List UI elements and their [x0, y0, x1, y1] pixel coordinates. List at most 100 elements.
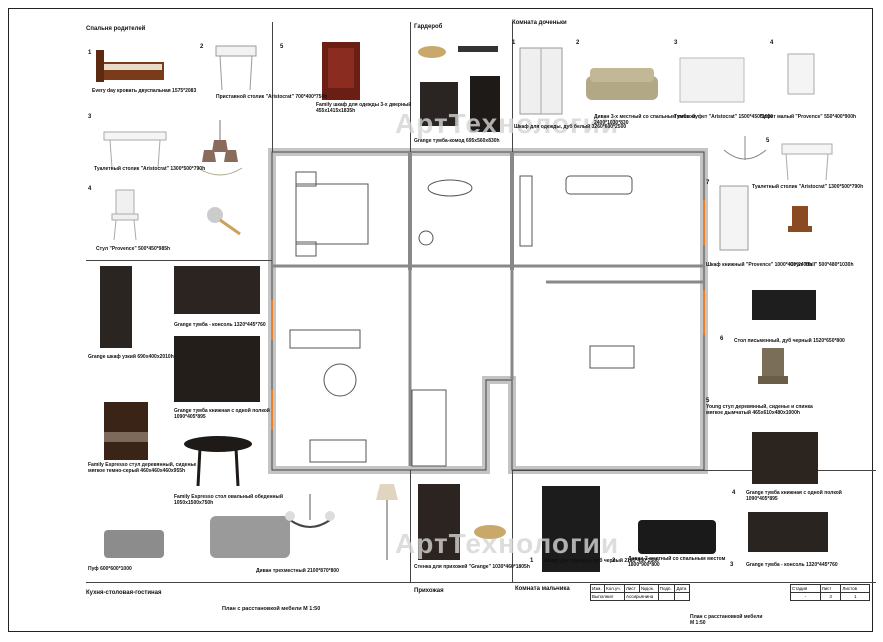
item-number: 5 — [766, 138, 770, 144]
watermark: АртТехнологии — [395, 528, 620, 559]
item-number: 1 — [512, 40, 516, 46]
tb-sheets-header: Листов — [840, 584, 870, 593]
hall-stand-image — [418, 484, 460, 560]
tb-header: Изм. — [589, 584, 606, 593]
chandelier-image — [197, 120, 243, 176]
divider — [512, 22, 513, 152]
white-wardrobe-image — [519, 47, 563, 115]
item-label: Пуф 600*600*1000 — [88, 566, 132, 572]
item-number: 2 — [576, 40, 580, 46]
chandelier-living-image — [285, 494, 335, 528]
sheet-border — [8, 8, 873, 632]
item-label: Диван 3-х местный со спальным местом 240… — [594, 114, 696, 126]
sofa-grey-image — [210, 516, 290, 558]
tb-header: Подп. — [657, 584, 676, 593]
tb-scale: М 1:50 — [690, 620, 706, 626]
item-label: Стенка для прихожей "Grange" 1030*460*18… — [414, 564, 530, 570]
item-label: Стул "Provence" 500*450*985h — [96, 246, 171, 252]
dining-chair-image — [104, 402, 148, 460]
item-number: 1 — [88, 50, 92, 56]
dresser-image — [420, 82, 458, 126]
item-number: 7 — [706, 180, 710, 186]
item-label: Буфет малый "Provence" 550*400*900h — [760, 114, 857, 120]
item-label: Grange тумба-комод 695x560x830h — [414, 138, 500, 144]
dining-table-image — [184, 436, 252, 487]
item-label: Grange тумба - консоль 1320*445*760 — [746, 562, 838, 568]
narrow-cabinet-image — [100, 266, 132, 348]
item-label: Young стул деревянный, сиденье и спинка … — [706, 404, 813, 416]
floor-lamp-image — [376, 484, 398, 560]
ceiling-lamp-image — [418, 46, 446, 58]
desk-chair-image — [758, 348, 788, 384]
desk-image — [752, 290, 816, 320]
divider — [512, 470, 513, 582]
ceiling-lamp-hall-image — [474, 525, 506, 539]
shelf-unit-image — [470, 76, 500, 132]
item-number: 3 — [88, 114, 92, 120]
item-number: 3 — [730, 562, 734, 568]
sconce-image — [207, 207, 241, 236]
pouf-image — [104, 530, 164, 558]
tb-sheets: 1 — [840, 592, 870, 601]
section-title: Комната мальчика — [515, 586, 570, 592]
bed-image — [96, 50, 164, 82]
item-label: Туалетный столик "Aristocrat" 1300*500*7… — [94, 166, 206, 172]
item-number: 2 — [612, 558, 616, 564]
bookcase-image — [719, 185, 749, 251]
item-label: Туалетный столик "Aristocrat" 1300*500*7… — [752, 184, 864, 190]
wardrobe-image — [322, 42, 360, 100]
side-table-image — [215, 45, 257, 91]
small-cabinet-image — [787, 53, 815, 95]
sofa-image — [586, 68, 658, 100]
item-label: Grange тумба книжная с одной полкой 1090… — [174, 408, 270, 420]
black-wardrobe-image — [542, 486, 600, 572]
title-block-header-row: Изм. Кол.уч. Лист №док. Подп. Дата — [589, 584, 690, 593]
section-title: Кухня-столовая-гостиная — [86, 590, 162, 596]
black-sofa-image — [638, 520, 716, 554]
item-number: 4 — [88, 186, 92, 192]
item-label: Grange тумба книжная с одной полкой 1090… — [746, 490, 842, 502]
item-label: Family Espresso стол овальный обеденный … — [174, 494, 283, 506]
item-label: Диван трехместный 2100*870*800 — [256, 568, 339, 574]
console-image — [174, 266, 260, 314]
item-number: 1 — [530, 558, 534, 564]
console-boy-image — [748, 512, 828, 552]
tb-title-text: План с расстановкой мебели — [690, 614, 763, 620]
item-label: Стол письменный, дуб черный 1520*650*800 — [734, 338, 845, 344]
vanity-image — [103, 131, 167, 169]
title-block-exec-row: Выполнил Ассирьянина — [590, 592, 690, 601]
item-number: 5 — [706, 398, 710, 404]
section-title: Комната доченьки — [512, 20, 567, 26]
title-block-left: Изм. Кол.уч. Лист №док. Подп. Дата Выпол… — [589, 584, 690, 601]
divider — [272, 22, 273, 152]
chandelier-kids-image — [723, 136, 767, 160]
floor-plan — [268, 148, 708, 474]
watermark: АртТехнологии — [395, 108, 620, 139]
item-label: Family Espresso стул деревянный, сиденье… — [88, 462, 197, 474]
item-number: 4 — [770, 40, 774, 46]
tb-sheet: 3 — [819, 592, 842, 601]
divider — [410, 470, 411, 582]
tb-executor: Ассирьянина — [623, 592, 659, 601]
vanity-kids-image — [781, 143, 833, 181]
divider — [86, 582, 876, 583]
hall-chair-image — [788, 206, 812, 232]
tb-executed-label: Выполнил — [590, 592, 625, 601]
tb-header: Кол.уч. — [604, 584, 625, 593]
tb-sheet-header: Лист — [819, 584, 842, 593]
item-label: Диван 2-местный со спальным местом 1800*… — [628, 556, 726, 568]
divider — [410, 22, 411, 152]
item-number: 2 — [200, 44, 204, 50]
item-number: 4 — [732, 490, 736, 496]
item-label: Family шкаф для одежды 3-х дверный 455x1… — [316, 102, 412, 114]
item-label: Grange тумба - консоль 1320*445*760 — [174, 322, 266, 328]
plan-caption: План с расстановкой мебели М 1:50 — [222, 606, 321, 612]
white-chair-image — [111, 189, 139, 241]
section-title: Гардероб — [414, 24, 443, 30]
title-block-right: Стадия Лист Листов - 3 1 — [790, 584, 870, 601]
item-label: Grange шкаф узкий 690x400x2010h — [88, 354, 174, 360]
hook-rack-image — [458, 46, 498, 52]
section-title: Спальня родителей — [86, 26, 146, 32]
